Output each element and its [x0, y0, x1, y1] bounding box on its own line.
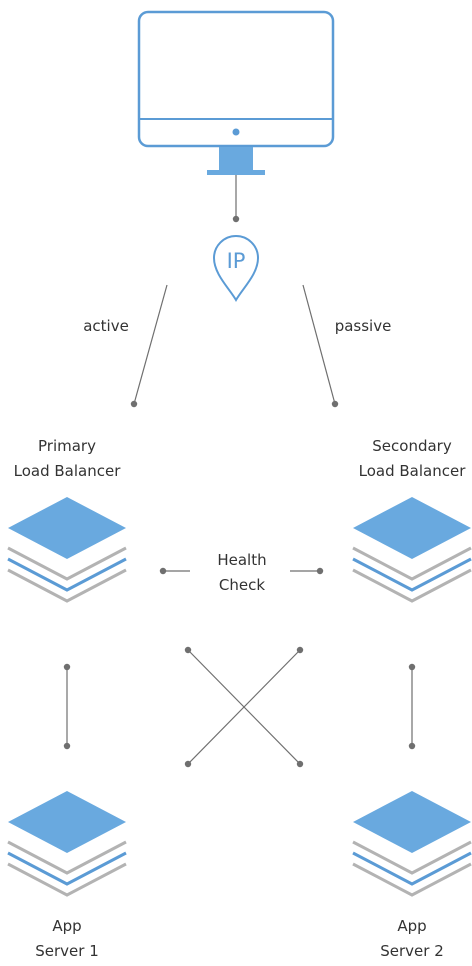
health-check-link — [159, 567, 324, 575]
primary-lb-label-line2: Load Balancer — [14, 462, 122, 480]
monitor-icon — [137, 10, 335, 175]
health-check-label-line2: Check — [219, 576, 265, 594]
server2-label-line1: App — [397, 917, 426, 935]
server1-label-line1: App — [52, 917, 81, 935]
passive-link — [302, 284, 339, 408]
primary-lb-label-line1: Primary — [38, 437, 96, 455]
secondary-lb-label-line2: Load Balancer — [359, 462, 467, 480]
health-check-label-line1: Health — [217, 551, 266, 569]
server1-label-line2: Server 1 — [35, 942, 99, 960]
passive-label: passive — [335, 317, 392, 335]
monitor-ip-connector — [232, 175, 240, 223]
secondary-to-server2-link — [408, 663, 416, 750]
server2-layers-icon — [352, 791, 472, 897]
active-label: active — [83, 317, 129, 335]
server2-label-line2: Server 2 — [380, 942, 444, 960]
secondary-lb-layers-icon — [352, 497, 472, 603]
primary-to-server1-link — [63, 663, 71, 750]
active-link — [130, 284, 168, 408]
location-pin-icon: IP — [212, 235, 260, 302]
ip-label: IP — [227, 249, 246, 273]
primary-lb-layers-icon — [7, 497, 127, 603]
secondary-lb-label-line1: Secondary — [372, 437, 452, 455]
cross-links — [184, 646, 304, 768]
server1-layers-icon — [7, 791, 127, 897]
